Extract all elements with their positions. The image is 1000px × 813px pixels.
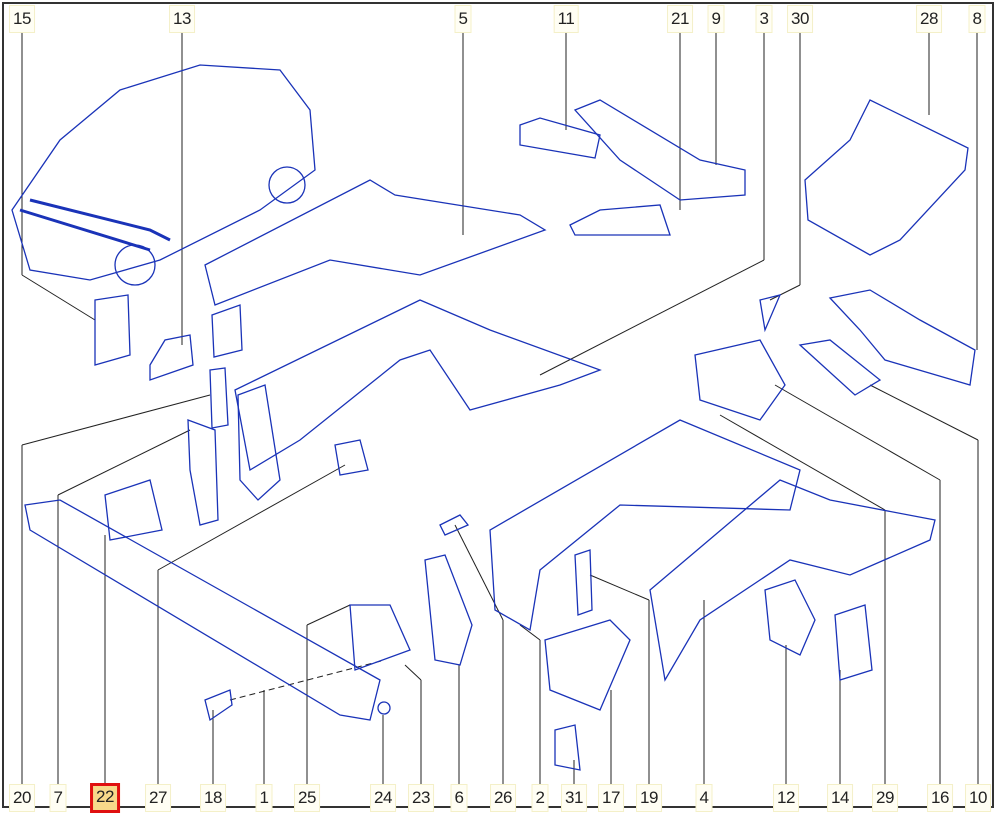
part-outlines	[11, 64, 976, 771]
callout-2[interactable]: 2	[531, 784, 549, 812]
callout-28[interactable]: 28	[916, 5, 942, 33]
callout-25[interactable]: 25	[294, 784, 320, 812]
callout-23[interactable]: 23	[408, 784, 434, 812]
callout-31[interactable]: 31	[561, 784, 587, 812]
callout-13[interactable]: 13	[169, 5, 195, 33]
callout-5[interactable]: 5	[454, 5, 472, 33]
callout-15[interactable]: 15	[9, 5, 35, 33]
callout-16[interactable]: 16	[927, 784, 953, 812]
part-3	[234, 299, 602, 472]
callout-4[interactable]: 4	[695, 784, 713, 812]
callout-24[interactable]: 24	[370, 784, 396, 812]
callout-29[interactable]: 29	[872, 784, 898, 812]
callout-22-selected[interactable]: 22	[90, 783, 120, 813]
callout-17[interactable]: 17	[598, 784, 624, 812]
part-4	[649, 479, 936, 682]
part-29	[694, 339, 786, 421]
callout-26[interactable]: 26	[490, 784, 516, 812]
callout-8[interactable]: 8	[968, 5, 986, 33]
leader-lines	[21, 30, 979, 784]
callout-30[interactable]: 30	[787, 5, 813, 33]
callout-3[interactable]: 3	[755, 5, 773, 33]
part-5	[204, 179, 547, 306]
part-2	[489, 419, 801, 632]
callout-11[interactable]: 11	[553, 5, 579, 33]
callout-12[interactable]: 12	[773, 784, 799, 812]
callout-10[interactable]: 10	[965, 784, 991, 812]
bumper-beam	[24, 499, 381, 721]
callout-19[interactable]: 19	[636, 784, 662, 812]
callout-6[interactable]: 6	[450, 784, 468, 812]
callout-21[interactable]: 21	[667, 5, 693, 33]
callout-7[interactable]: 7	[49, 784, 67, 812]
callout-1[interactable]: 1	[255, 784, 273, 812]
callout-14[interactable]: 14	[827, 784, 853, 812]
callout-27[interactable]: 27	[145, 784, 171, 812]
vehicle-outline	[11, 64, 316, 281]
callout-9[interactable]: 9	[707, 5, 725, 33]
callout-20[interactable]: 20	[9, 784, 35, 812]
parts-box	[804, 99, 969, 256]
callout-18[interactable]: 18	[200, 784, 226, 812]
